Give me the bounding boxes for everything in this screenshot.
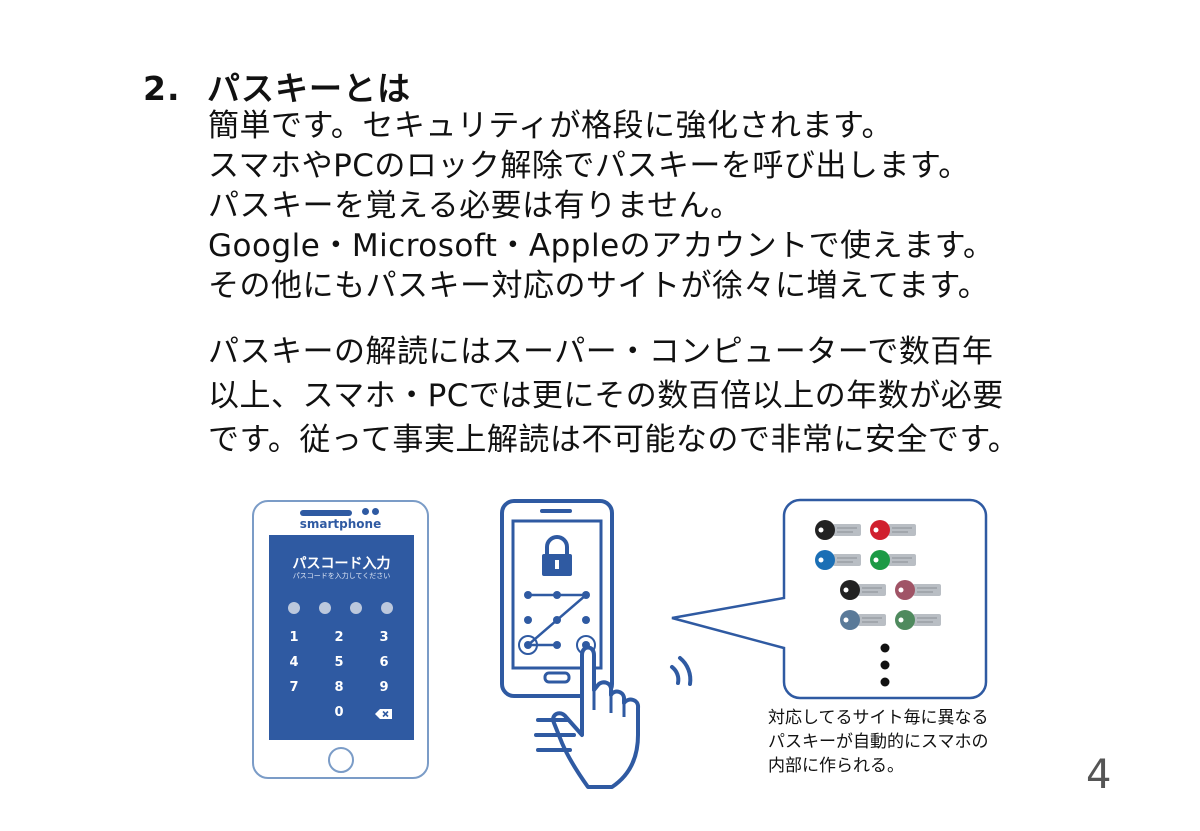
keypad-key: 5 <box>334 655 344 670</box>
section-title: パスキーとは <box>207 69 411 108</box>
passcode-subtitle: パスコードを入力してください <box>292 572 391 580</box>
keypad-key: 2 <box>334 630 344 645</box>
home-button-icon <box>328 747 354 773</box>
key-icon <box>895 580 941 600</box>
key-icon <box>840 610 886 630</box>
intro-paragraph: 簡単です。セキュリティが格段に強化されます。 スマホやPCのロック解除でパスキー… <box>208 106 995 306</box>
ellipsis-dot <box>880 643 890 653</box>
keypad-key: 1 <box>289 630 299 645</box>
key-icon <box>870 550 916 570</box>
key-icon <box>895 610 941 630</box>
keypad-key: 8 <box>334 680 344 695</box>
pattern-lock-phone-illustration <box>500 499 693 789</box>
caption-line: パスキーが自動的にスマホの <box>768 732 989 752</box>
section-heading: 2. パスキーとは <box>143 62 411 110</box>
key-icon <box>840 580 886 600</box>
sensor-icon <box>372 508 379 515</box>
security-paragraph: パスキーの解読にはスーパー・コンピューターで数百年 以上、スマホ・PCでは更にそ… <box>208 330 1019 462</box>
keypad-key: 6 <box>379 655 389 670</box>
speaker-icon <box>300 510 352 516</box>
caption-line: 内部に作られる。 <box>768 756 904 776</box>
keypad-key: 4 <box>289 655 299 670</box>
pattern-lock-icon <box>518 591 596 655</box>
ellipsis-dot <box>880 660 890 670</box>
text-line: パスキーの解読にはスーパー・コンピューターで数百年 <box>208 334 994 370</box>
pin-dot <box>381 602 393 614</box>
text-line: その他にもパスキー対応のサイトが徐々に増えてます。 <box>208 268 990 304</box>
ellipsis-dot <box>880 677 890 687</box>
pin-dot <box>350 602 362 614</box>
caption-line: 対応してるサイト毎に異なる <box>768 708 989 728</box>
phone-brand: smartphone <box>299 517 382 531</box>
passkey-bubble <box>671 498 988 700</box>
section-number: 2. <box>143 69 181 108</box>
backspace-icon <box>375 709 392 719</box>
key-icon <box>815 520 861 540</box>
pin-dot <box>288 602 300 614</box>
bubble-caption: 対応してるサイト毎に異なる パスキーが自動的にスマホの 内部に作られる。 <box>768 706 989 778</box>
text-line: パスキーを覚える必要は有りません。 <box>208 188 742 224</box>
text-line: Google・Microsoft・Appleのアカウントで使えます。 <box>208 228 995 264</box>
passcode-title: パスコード入力 <box>292 556 391 572</box>
text-line: です。従って事実上解読は不可能なので非常に安全です。 <box>208 422 1020 458</box>
keypad-key: 9 <box>379 680 389 695</box>
tapping-hand-icon <box>534 645 693 789</box>
lock-icon <box>542 535 572 576</box>
key-icon <box>870 520 916 540</box>
page-number: 4 <box>1086 752 1112 798</box>
camera-icon <box>362 508 369 515</box>
keypad-key: 7 <box>289 680 299 695</box>
pin-dot <box>319 602 331 614</box>
key-icon <box>815 550 861 570</box>
text-line: 以上、スマホ・PCでは更にその数百倍以上の年数が必要 <box>208 378 1004 414</box>
text-line: 簡単です。セキュリティが格段に強化されます。 <box>208 108 893 144</box>
keypad-key: 3 <box>379 630 389 645</box>
passcode-screen: パスコード入力 パスコードを入力してください 1 2 3 4 5 6 7 8 9… <box>269 535 414 740</box>
keypad-key: 0 <box>334 705 344 720</box>
passcode-phone-illustration: smartphone パスコード入力 パスコードを入力してください 1 2 3 … <box>252 500 429 779</box>
text-line: スマホやPCのロック解除でパスキーを呼び出します。 <box>208 148 970 184</box>
